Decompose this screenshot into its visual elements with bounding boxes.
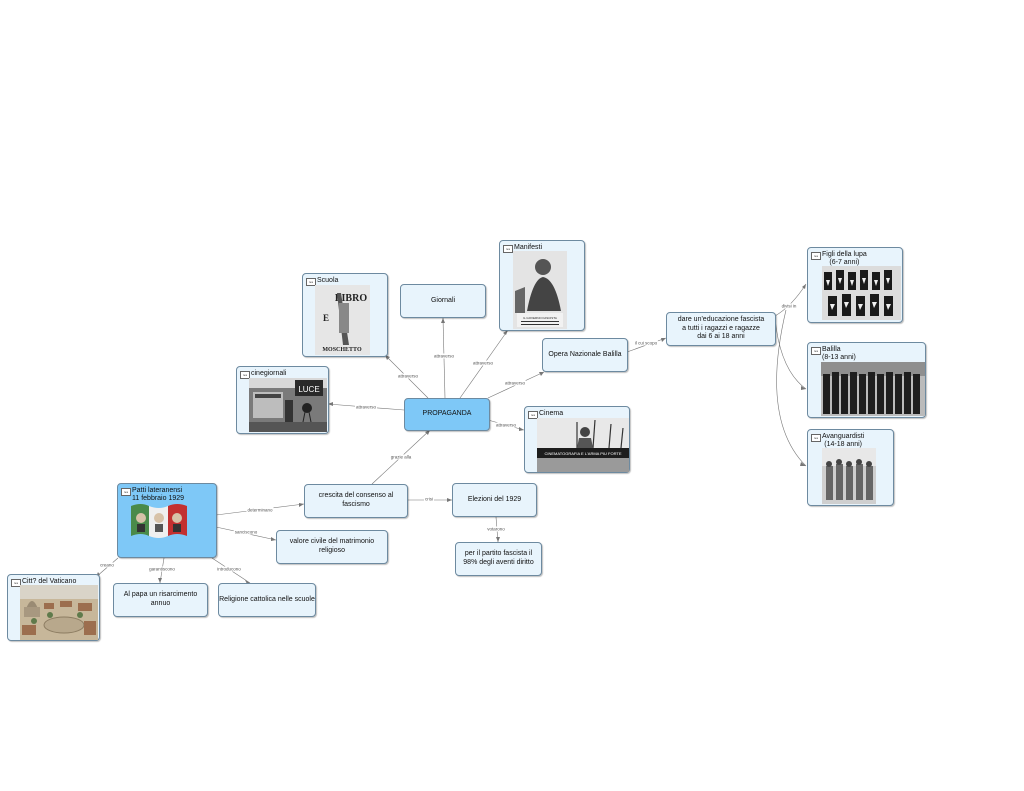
edge-label-divisi: divisi in <box>780 303 798 309</box>
node-opera-balilla[interactable]: Opera Nazionale Balilla <box>542 338 628 372</box>
node-scuola[interactable]: res Scuola LIBRO E MOSCHETTO <box>302 273 388 357</box>
node-papa[interactable]: Al papa un risarcimento annuo <box>113 583 208 617</box>
edge-label-creano: creano <box>99 562 115 568</box>
resource-icon: res <box>811 347 821 355</box>
resource-icon: res <box>811 434 821 442</box>
node-religione[interactable]: Religione cattolica nelle scuole <box>218 583 316 617</box>
edge-label-opera: attraverso <box>503 380 527 386</box>
cinema-banner-text: CINEMATOGRAFIA E L'ARMA PIU FORTE <box>545 451 622 456</box>
edge-label-giornali: attraverso <box>432 353 456 359</box>
resource-icon: res <box>811 252 821 260</box>
node-vaticano-label: Citt? del Vaticano <box>22 578 77 585</box>
node-figli-lupa[interactable]: res Figli della lupa (6-7 anni) <box>807 247 903 323</box>
node-cinegiornali-label: cinegiornali <box>251 370 287 377</box>
node-papa-label: Al papa un risarcimento annuo <box>123 591 198 607</box>
node-consenso-label: crescita del consenso al fascismo <box>318 492 394 508</box>
edge-label-cinema: attraverso <box>494 422 518 428</box>
node-scuola-label: Scuola <box>317 277 339 284</box>
node-cinema-label: Cinema <box>539 410 564 417</box>
node-propaganda-label: PROPAGANDA <box>422 410 472 418</box>
node-matrimonio-label: valore civile del matrimonio religioso <box>289 538 375 554</box>
figli-lupa-image <box>822 266 901 320</box>
resource-icon: res <box>240 371 250 379</box>
resource-icon: res <box>528 411 538 419</box>
node-opera-label: Opera Nazionale Balilla <box>548 350 622 358</box>
balilla-image <box>821 362 925 416</box>
node-giornali[interactable]: Giornali <box>400 284 486 318</box>
node-elezioni-label: Elezioni del 1929 <box>467 495 522 503</box>
node-educazione-label: dare un'educazione fascista a tutti i ra… <box>677 315 765 341</box>
edge-label-introducono: introducono <box>216 566 242 572</box>
node-giornali-label: Giornali <box>430 296 456 304</box>
patti-flag-image <box>131 502 187 538</box>
luce-text: LUCE <box>298 385 319 394</box>
node-avanguardisti-label: Avanguardisti (14-18 anni) <box>822 433 865 449</box>
node-matrimonio[interactable]: valore civile del matrimonio religioso <box>276 530 388 564</box>
node-propaganda[interactable]: PROPAGANDA <box>404 398 490 431</box>
edge-label-scopo: il cui scopo <box>633 340 659 346</box>
node-educazione[interactable]: dare un'educazione fascista a tutti i ra… <box>666 312 776 346</box>
vaticano-image <box>20 585 98 640</box>
cinema-image: CINEMATOGRAFIA E L'ARMA PIU FORTE <box>537 418 629 472</box>
node-vaticano[interactable]: res Citt? del Vaticano <box>7 574 100 641</box>
edge-label-crisi: crisi <box>424 496 434 502</box>
edge-label-manifesti: attraverso <box>471 360 495 366</box>
scuola-poster-image: LIBRO E MOSCHETTO <box>315 285 370 355</box>
node-cinema[interactable]: res Cinema CINEMATOGRAFIA E L'ARMA PIU F… <box>524 406 630 473</box>
node-consenso[interactable]: crescita del consenso al fascismo <box>304 484 408 518</box>
resource-icon: res <box>306 278 316 286</box>
node-partito[interactable]: per il partito fascista il 98% degli ave… <box>455 542 542 576</box>
manifesti-caption: IL GOVERNO FASCISTA <box>523 316 557 320</box>
scuola-libro-text: LIBRO <box>335 293 367 304</box>
node-cinegiornali[interactable]: res cinegiornali LUCE <box>236 366 329 434</box>
edge-label-votarono: votarono <box>486 526 506 532</box>
node-manifesti-label: Manifesti <box>514 244 543 251</box>
scuola-moschetto-text: MOSCHETTO <box>322 347 362 353</box>
node-elezioni[interactable]: Elezioni del 1929 <box>452 483 537 517</box>
edge-label-garantiscono: garantiscono <box>148 566 176 572</box>
manifesti-poster-image: IL GOVERNO FASCISTA <box>513 251 567 329</box>
node-figli-label: Figli della lupa (6-7 anni) <box>822 251 867 267</box>
node-patti-label: Patti lateranensi 11 febbraio 1929 <box>132 487 185 503</box>
node-balilla[interactable]: res Balilla (8-13 anni) <box>807 342 926 418</box>
scuola-e-text: E <box>323 313 329 323</box>
node-partito-label: per il partito fascista il 98% degli ave… <box>463 550 534 566</box>
edge-label-grazie: grazie alla <box>389 454 413 460</box>
resource-icon: res <box>11 579 21 587</box>
avanguardisti-image <box>822 448 876 504</box>
resource-icon: res <box>121 488 131 496</box>
node-religione-label: Religione cattolica nelle scuole <box>219 595 315 603</box>
node-avanguardisti[interactable]: res Avanguardisti (14-18 anni) <box>807 429 894 506</box>
edge-label-sanciscono: sanciscono <box>233 529 259 535</box>
node-manifesti[interactable]: res Manifesti IL GOVERNO FASCISTA <box>499 240 585 331</box>
edge-label-determinano: determinano <box>246 507 274 513</box>
node-balilla-label: Balilla (8-13 anni) <box>822 346 856 362</box>
cinegiornali-image: LUCE <box>249 378 327 432</box>
node-patti-lateranensi[interactable]: res Patti lateranensi 11 febbraio 1929 <box>117 483 217 558</box>
resource-icon: res <box>503 245 513 253</box>
edge-label-scuola: attraverso <box>396 373 420 379</box>
edge-label-cinegiornali: attraverso <box>354 404 378 410</box>
